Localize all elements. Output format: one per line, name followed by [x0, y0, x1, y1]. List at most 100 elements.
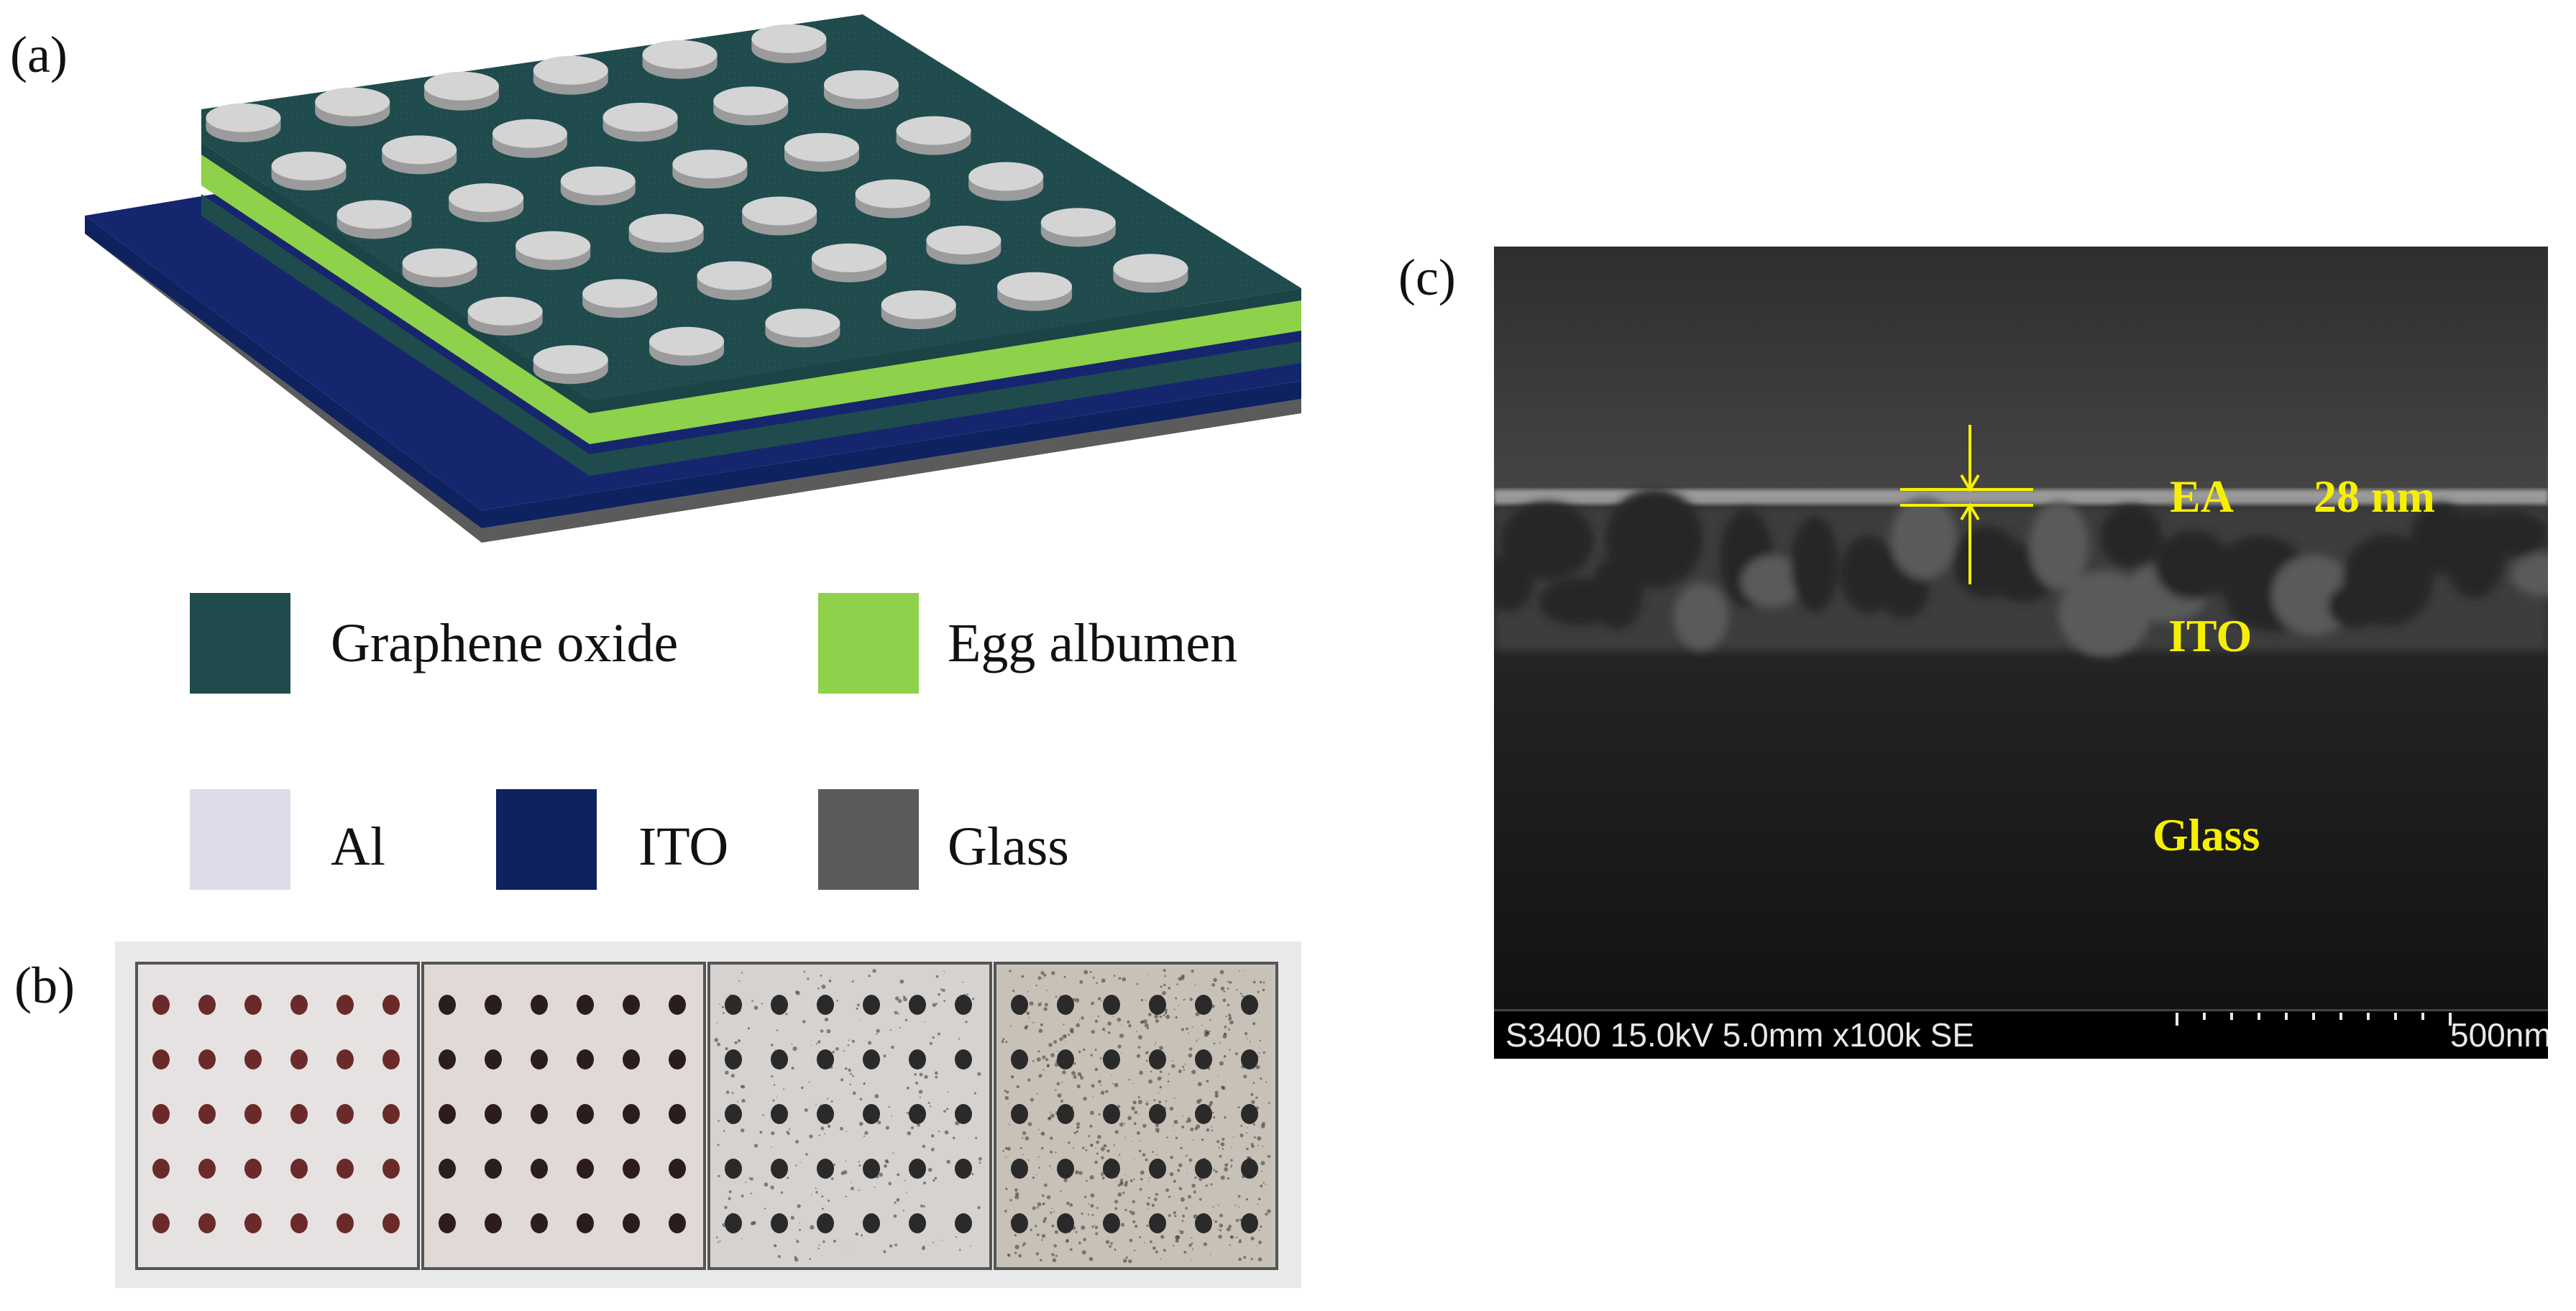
- contamination-speck: [1076, 1131, 1078, 1133]
- sample-electrode-dot: [382, 1213, 400, 1233]
- contamination-speck: [1243, 1075, 1247, 1078]
- contamination-speck: [1227, 988, 1229, 990]
- contamination-speck: [897, 1013, 899, 1014]
- contamination-speck: [1147, 1100, 1148, 1102]
- contamination-speck: [1238, 1206, 1239, 1208]
- contamination-speck: [821, 1195, 823, 1197]
- contamination-speck: [1055, 1089, 1056, 1090]
- sample-electrode-dot: [1011, 1049, 1028, 1070]
- contamination-speck: [836, 1000, 838, 1002]
- contamination-speck: [1263, 1182, 1265, 1184]
- contamination-speck: [731, 1074, 735, 1077]
- contamination-speck: [1005, 1041, 1007, 1043]
- contamination-speck: [1097, 1135, 1101, 1139]
- contamination-speck: [1037, 1202, 1042, 1207]
- contamination-speck: [1229, 1049, 1230, 1051]
- contamination-speck: [1224, 1033, 1226, 1035]
- contamination-speck: [1239, 1133, 1243, 1137]
- contamination-speck: [1219, 1229, 1221, 1231]
- contamination-speck: [1188, 1033, 1189, 1034]
- contamination-speck: [724, 1206, 727, 1209]
- contamination-speck: [1075, 1170, 1079, 1174]
- contamination-speck: [1236, 1237, 1237, 1238]
- sample-electrode-dot: [863, 1213, 880, 1233]
- al-electrode: [856, 179, 930, 208]
- contamination-speck: [1145, 1159, 1148, 1162]
- contamination-speck: [1191, 1243, 1193, 1245]
- sample-electrode-dot: [623, 995, 640, 1015]
- al-electrode: [582, 279, 657, 308]
- contamination-speck: [1131, 1211, 1135, 1215]
- contamination-speck: [868, 1041, 871, 1044]
- contamination-speck: [1140, 1021, 1142, 1024]
- contamination-speck: [1068, 1141, 1070, 1144]
- contamination-speck: [886, 1160, 889, 1163]
- contamination-speck: [1043, 974, 1046, 977]
- contamination-speck: [751, 1000, 753, 1002]
- contamination-speck: [1022, 1244, 1025, 1246]
- contamination-speck: [935, 1072, 938, 1075]
- sample-electrode-dot: [290, 1213, 308, 1233]
- contamination-speck: [1133, 1179, 1135, 1180]
- sample-electrode-dot: [531, 995, 548, 1015]
- contamination-speck: [1224, 1163, 1228, 1167]
- al-electrode: [515, 231, 590, 260]
- contamination-speck: [1193, 1190, 1196, 1193]
- contamination-speck: [1051, 1253, 1054, 1256]
- contamination-speck: [930, 1042, 932, 1045]
- contamination-speck: [751, 1192, 752, 1194]
- contamination-speck: [792, 1046, 797, 1051]
- contamination-speck: [1252, 1082, 1255, 1084]
- contamination-speck: [1055, 1218, 1056, 1219]
- legend-label-graphene-oxide: Graphene oxide: [331, 616, 678, 671]
- contamination-speck: [1188, 1053, 1193, 1057]
- al-electrode: [672, 150, 747, 178]
- contamination-speck: [1173, 1180, 1176, 1183]
- contamination-speck: [1214, 1220, 1217, 1223]
- contamination-speck: [802, 1020, 805, 1023]
- contamination-speck: [1170, 1107, 1174, 1111]
- sample-electrode-dot: [1057, 1159, 1074, 1179]
- contamination-speck: [1140, 1140, 1141, 1141]
- sem-label-ea: EA: [2170, 474, 2234, 520]
- contamination-speck: [1260, 1077, 1262, 1080]
- contamination-speck: [1194, 1177, 1196, 1179]
- contamination-speck: [1217, 1228, 1219, 1230]
- contamination-speck: [1100, 1084, 1101, 1085]
- contamination-speck: [1042, 1202, 1045, 1205]
- contamination-speck: [859, 1122, 863, 1126]
- contamination-speck: [1038, 1074, 1042, 1077]
- sample-electrode-dot: [531, 1104, 548, 1124]
- sample-electrode-dot: [955, 1159, 972, 1179]
- contamination-speck: [1037, 1093, 1038, 1095]
- al-electrode: [468, 297, 543, 326]
- contamination-speck: [1138, 1096, 1140, 1098]
- contamination-speck: [1150, 1177, 1151, 1179]
- contamination-speck: [1124, 1137, 1126, 1138]
- contamination-speck: [1158, 1077, 1162, 1081]
- contamination-speck: [1137, 983, 1139, 985]
- contamination-speck: [1235, 1205, 1237, 1206]
- sample-electrode-dot: [1103, 1104, 1120, 1124]
- contamination-speck: [1101, 1147, 1105, 1151]
- contamination-speck: [734, 1041, 737, 1044]
- contamination-speck: [1139, 1236, 1141, 1238]
- contamination-speck: [907, 1087, 909, 1090]
- contamination-speck: [792, 1067, 794, 1070]
- contamination-speck: [1137, 1054, 1140, 1058]
- contamination-speck: [1218, 1147, 1219, 1149]
- contamination-speck: [1175, 997, 1177, 999]
- contamination-speck: [1005, 1156, 1007, 1158]
- contamination-speck: [894, 1011, 898, 1014]
- contamination-speck: [945, 1131, 949, 1135]
- contamination-speck: [1132, 1220, 1135, 1223]
- contamination-speck: [805, 1108, 808, 1112]
- contamination-speck: [1245, 1032, 1247, 1035]
- contamination-speck: [1152, 1151, 1154, 1153]
- contamination-speck: [1114, 1208, 1117, 1210]
- sample-electrode-dot: [439, 1213, 456, 1233]
- contamination-speck: [750, 1177, 753, 1181]
- contamination-speck: [920, 1205, 923, 1208]
- sample-electrode-dot: [531, 1049, 548, 1070]
- contamination-speck: [1173, 1211, 1176, 1214]
